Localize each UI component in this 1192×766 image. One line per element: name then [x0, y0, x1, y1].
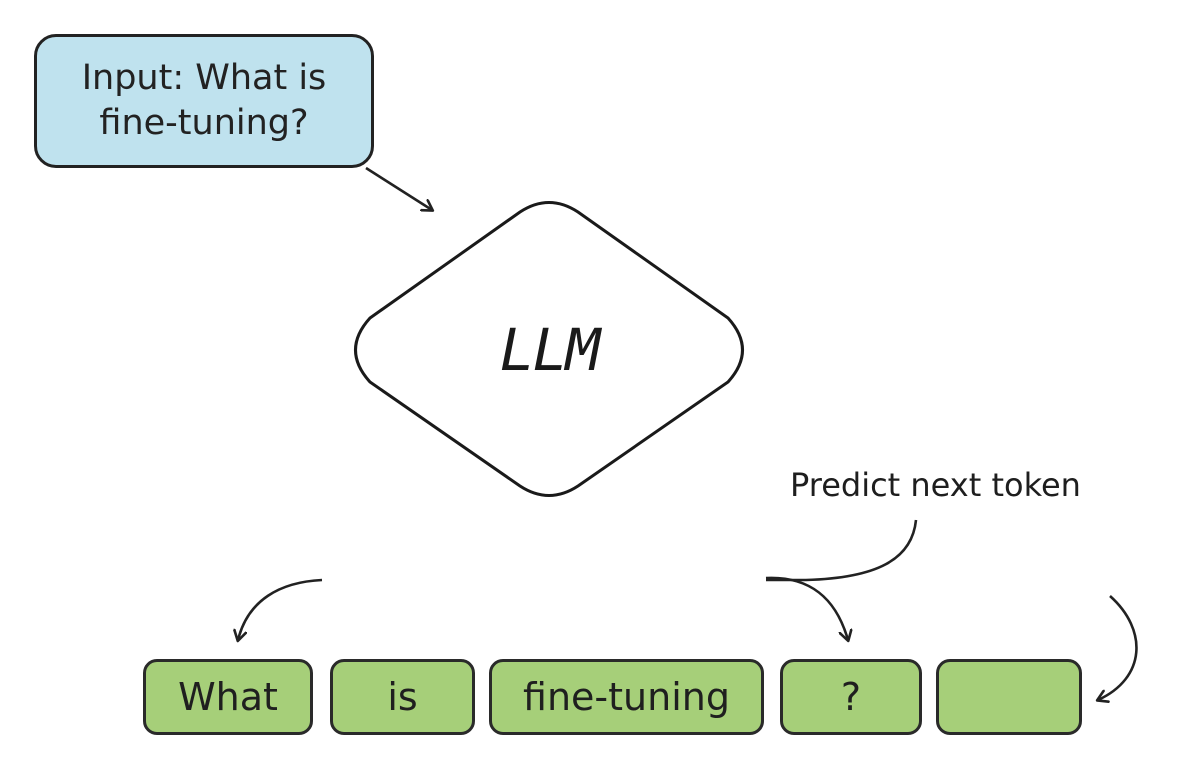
- first-token-arrow: [238, 578, 323, 640]
- predict-next-token-label: Predict next token: [790, 466, 1081, 504]
- input-box-line2: fine-tuning?: [99, 103, 309, 143]
- input-box-line1: Input: What is: [81, 57, 327, 98]
- token-empty-next: [936, 659, 1082, 735]
- input-to-llm-arrow: [365, 166, 432, 210]
- token-question-mark: ?: [780, 659, 922, 735]
- question-token-arrow: [765, 576, 848, 640]
- llm-label: LLM: [499, 316, 601, 384]
- token-fine-tuning: fine-tuning: [489, 659, 764, 735]
- input-box: Input: What is fine-tuning?: [34, 34, 374, 168]
- token-is: is: [330, 659, 475, 735]
- llm-diamond: [354, 201, 744, 497]
- token-what: What: [143, 659, 313, 735]
- annotation-pointer-line: [766, 519, 918, 582]
- next-token-arrow: [1098, 595, 1138, 700]
